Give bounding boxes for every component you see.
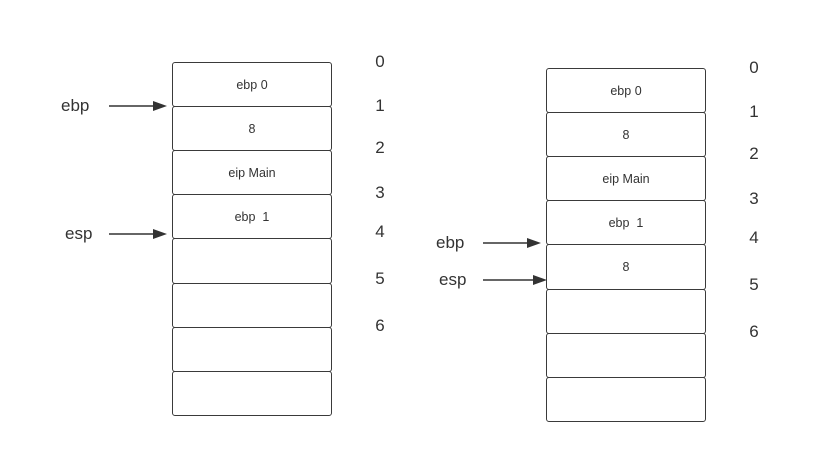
ebp-pointer-label: ebp (61, 96, 90, 115)
cell-label: ebp 0 (610, 83, 642, 98)
slot-index: 6 (749, 322, 759, 341)
slot-index: 1 (375, 96, 385, 115)
cell-label: ebp 1 (608, 215, 644, 230)
cell-label: ebp 0 (236, 77, 268, 92)
slot-index: 3 (375, 183, 385, 202)
slot-index: 1 (749, 102, 759, 121)
cell-label: ebp 1 (234, 209, 270, 224)
stack-cell: eip Main (172, 150, 332, 195)
cell-label: eip Main (228, 165, 276, 180)
stack-cell (172, 283, 332, 328)
slot-index: 0 (749, 58, 759, 77)
esp-pointer-label: esp (65, 224, 93, 243)
stack-cell (172, 371, 332, 416)
stack-cell (546, 377, 706, 422)
stack-cell (172, 327, 332, 372)
stack-cell: ebp 1 (172, 194, 332, 239)
stack-cell: ebp 1 (546, 200, 706, 245)
cell-label: 8 (622, 260, 630, 274)
left-ebp-arrow (109, 101, 167, 111)
cell-label: 8 (248, 121, 256, 136)
left-esp-arrow (109, 229, 167, 239)
slot-index: 4 (375, 222, 385, 241)
slot-index: 2 (375, 138, 385, 157)
slot-index: 3 (749, 189, 759, 208)
slot-index: 5 (375, 269, 385, 288)
slot-index: 5 (749, 275, 759, 294)
cell-label: eip Main (602, 171, 650, 186)
cell-label: 8 (622, 127, 630, 142)
slot-index: 2 (749, 144, 759, 163)
right-esp-arrow (483, 275, 547, 285)
slot-index: 6 (375, 316, 385, 335)
stack-cell (546, 333, 706, 378)
esp-pointer-label: esp (439, 270, 467, 289)
stack-cell (546, 289, 706, 334)
stack-cell: ebp 0 (172, 62, 332, 107)
stack-cell: ebp 0 (546, 68, 706, 113)
ebp-pointer-label: ebp (436, 233, 465, 252)
stack-cell: eip Main (546, 156, 706, 201)
slot-index: 4 (749, 228, 759, 247)
right-ebp-arrow (483, 238, 541, 248)
slot-index: 0 (375, 52, 385, 71)
